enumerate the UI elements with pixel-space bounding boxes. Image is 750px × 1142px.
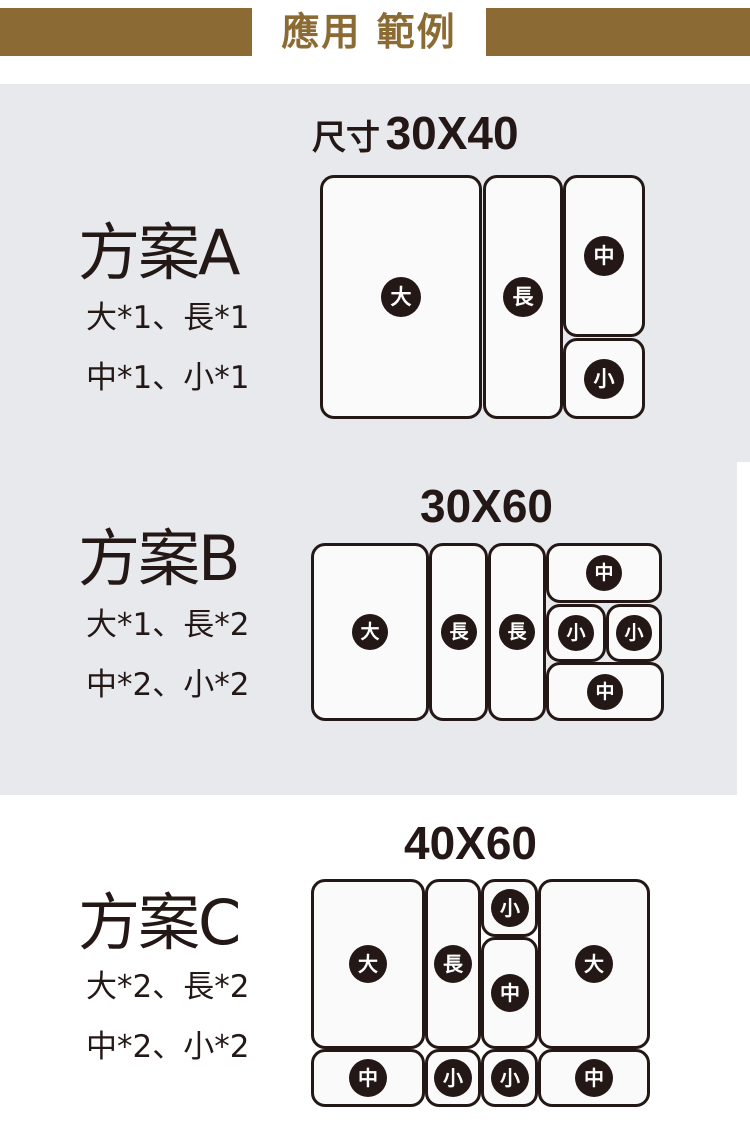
plan-b-size-value: 30X60 — [420, 480, 554, 532]
medium-compartment-badge: 中 — [491, 974, 529, 1012]
small-compartment-badge: 小 — [584, 359, 624, 399]
long-compartment-badge: 長 — [441, 614, 477, 650]
small-compartment-badge: 小 — [616, 615, 652, 651]
small-compartment-badge: 小 — [491, 889, 529, 927]
medium-compartment-badge: 中 — [586, 555, 622, 591]
plan-a-title: 方案A — [78, 216, 240, 289]
medium-compartment-badge: 中 — [575, 1059, 613, 1097]
long-compartment-badge: 長 — [499, 614, 535, 650]
small-compartment — [606, 604, 662, 662]
size-prefix: 尺寸 — [312, 118, 380, 158]
large-compartment-badge: 大 — [349, 945, 387, 983]
long-compartment-badge: 長 — [503, 277, 543, 317]
large-compartment-badge: 大 — [381, 277, 421, 317]
medium-compartment-badge: 中 — [587, 674, 623, 710]
plan-c-size-value: 40X60 — [404, 817, 538, 869]
plan-c-line-2: 中*2、小*2 — [86, 1029, 250, 1065]
long-compartment-badge: 長 — [434, 945, 472, 983]
large-compartment-badge: 大 — [575, 945, 613, 983]
plan-a-line-2: 中*1、小*1 — [86, 360, 250, 396]
plan-b-title: 方案B — [78, 522, 241, 595]
plan-b-size-label: 30X60 — [420, 483, 553, 529]
plan-b-line-1: 大*1、長*2 — [86, 607, 250, 643]
large-compartment-badge: 大 — [352, 614, 388, 650]
header-bar-right — [486, 8, 750, 56]
plan-a-size-value: 30X40 — [385, 107, 519, 159]
medium-compartment — [538, 1049, 650, 1107]
small-compartment-badge: 小 — [558, 615, 594, 651]
plan-a-line-1: 大*1、長*1 — [86, 300, 250, 336]
medium-compartment-badge: 中 — [584, 236, 624, 276]
small-compartment-badge: 小 — [434, 1059, 472, 1097]
header-bar-left — [0, 8, 252, 56]
page-title: 應用 範例 — [281, 10, 457, 54]
header-band: 應用 範例 — [0, 8, 750, 56]
small-compartment-badge: 小 — [491, 1059, 529, 1097]
medium-compartment-badge: 中 — [349, 1059, 387, 1097]
plan-c-title: 方案C — [78, 886, 241, 959]
plan-b-line-2: 中*2、小*2 — [86, 667, 250, 703]
plan-a-size-label: 尺寸 30X40 — [312, 110, 519, 156]
medium-compartment — [546, 543, 662, 603]
large-compartment — [320, 175, 482, 419]
plan-c-size-label: 40X60 — [404, 820, 537, 866]
plan-c-line-1: 大*2、長*2 — [86, 969, 250, 1005]
